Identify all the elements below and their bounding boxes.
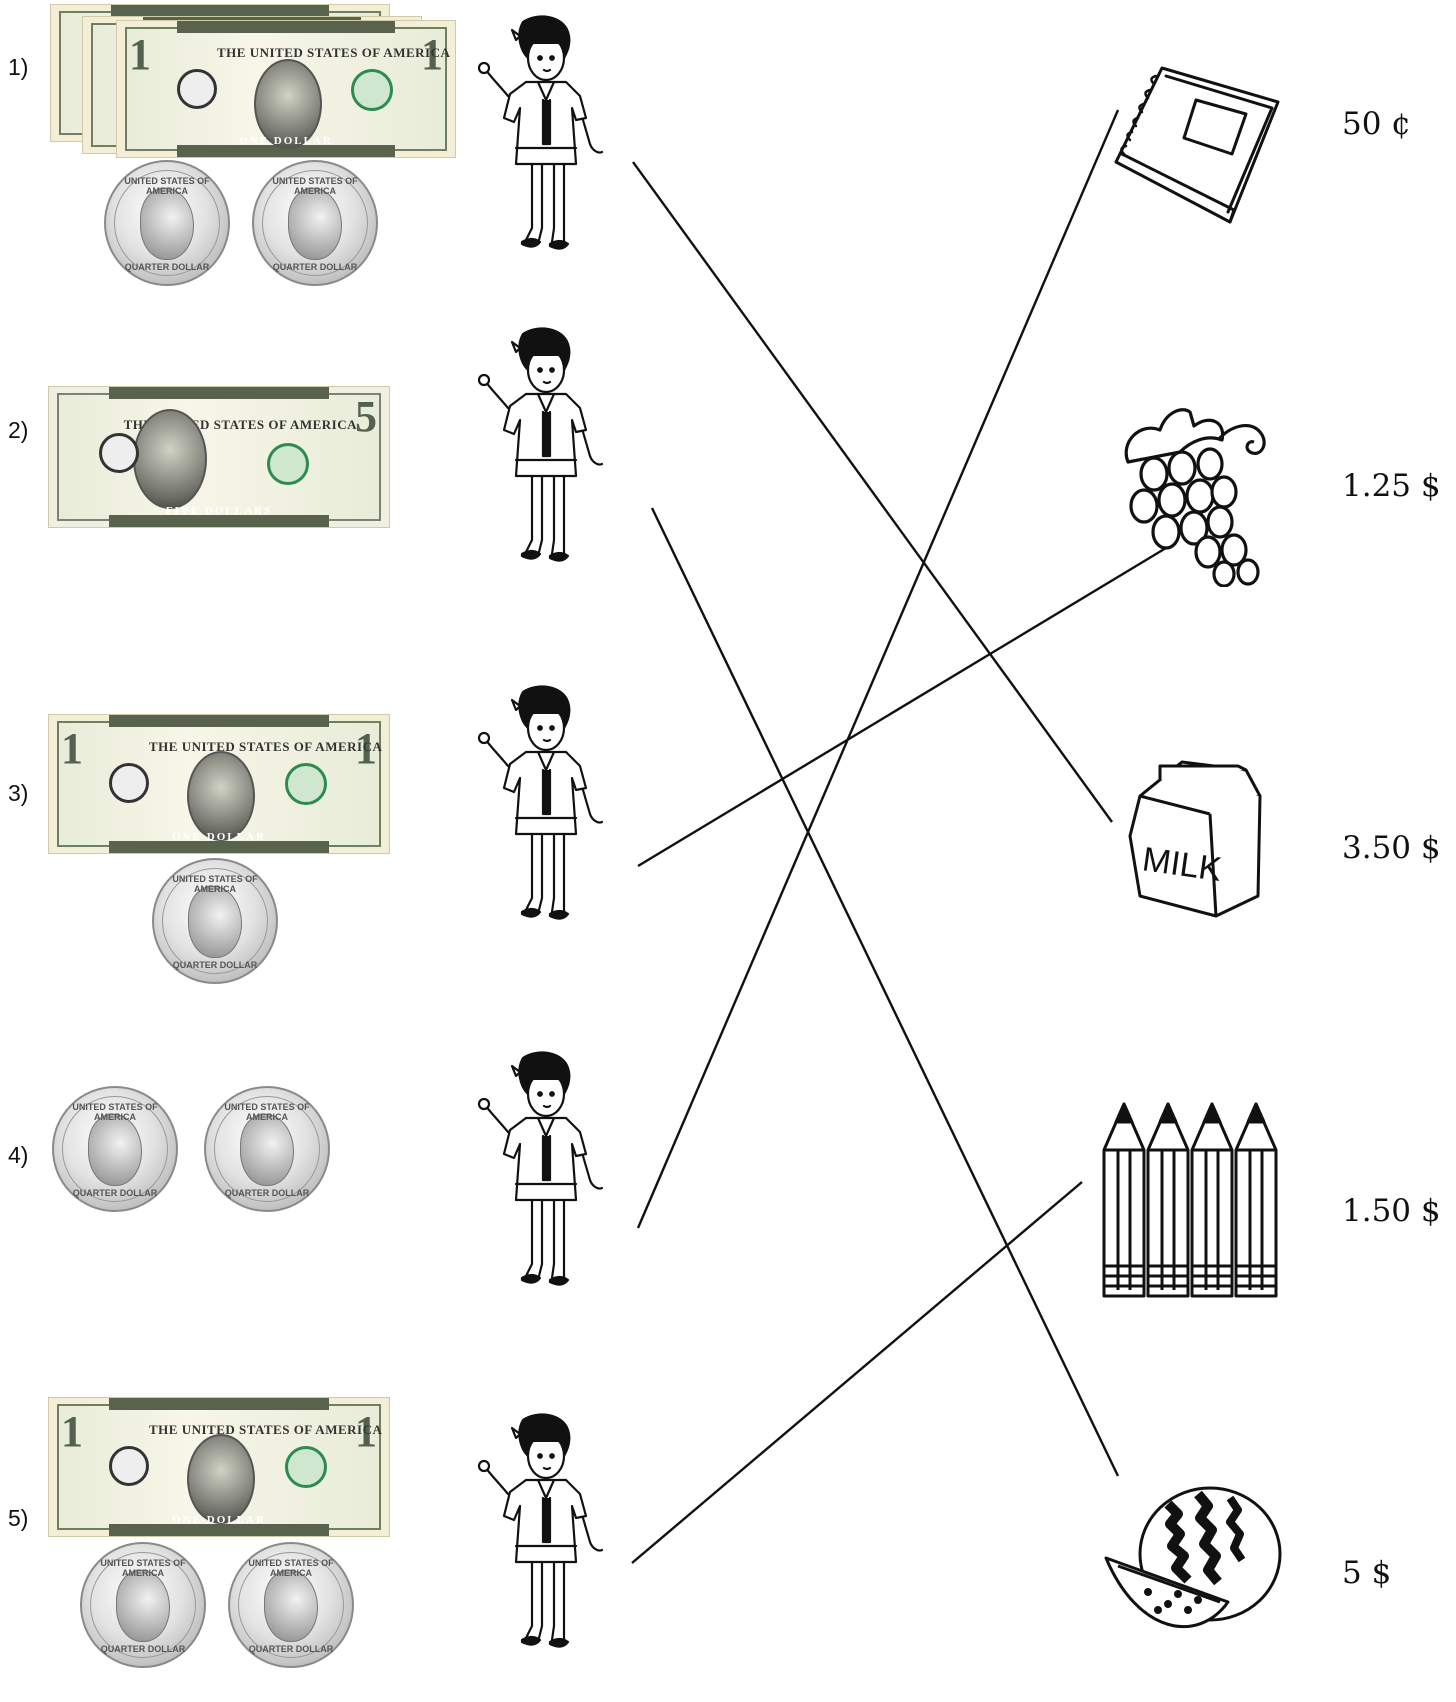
price-label-4: 1.50 $ [1342, 1193, 1441, 1229]
bill-denomination: ONE DOLLAR [172, 1514, 266, 1526]
one-dollar-bill: 1 1 THE UNITED STATES OF AMERICA ONE DOL… [48, 1397, 390, 1537]
girl-icon [477, 1051, 604, 1286]
bill-denomination: ONE DOLLAR [172, 831, 266, 843]
grapes-icon [1124, 408, 1266, 587]
girl-icon [477, 1413, 604, 1648]
price-label-2: 1.25 $ [1342, 468, 1441, 504]
bill-corner-numeral: 1 [355, 1407, 377, 1456]
price-label-5: 5 $ [1342, 1555, 1392, 1591]
row-number-5: 5) [8, 1505, 29, 1531]
bill-title: THE UNITED STATES OF AMERICA [149, 1422, 383, 1437]
bill-denomination: ONE DOLLAR [239, 135, 333, 147]
price-label-3: 3.50 $ [1342, 830, 1441, 866]
match-line-1-to-3 [632, 161, 1113, 823]
bill-corner-numeral: 1 [355, 724, 377, 773]
girl-icon [477, 685, 604, 920]
match-line-5-to-4 [631, 1181, 1083, 1564]
bill-corner-numeral: 1 [421, 30, 443, 79]
girl-icon [477, 15, 604, 250]
five-dollar-bill: 5 THE UNITED STATES OF AMERICA FIVE DOLL… [48, 386, 390, 528]
match-line-3-to-2 [637, 546, 1167, 868]
match-line-4-to-1 [636, 109, 1120, 1229]
price-label-1: 50 ¢ [1342, 106, 1412, 142]
row-number-2: 2) [8, 417, 29, 443]
one-dollar-bill: 1 1 THE UNITED STATES OF AMERICA ONE DOL… [116, 20, 456, 158]
bill-title: THE UNITED STATES OF AMERICA [149, 739, 383, 754]
bill-title: THE UNITED STATES OF AMERICA [217, 45, 451, 60]
bill-corner-numeral: 1 [129, 30, 151, 79]
pencils-icon [1102, 1102, 1278, 1298]
row-number-3: 3) [8, 780, 29, 806]
notebook-icon [1114, 66, 1280, 224]
girl-icon [477, 327, 604, 562]
milk-carton-icon: MILK [1128, 760, 1262, 918]
bill-corner-numeral: 5 [355, 392, 377, 441]
row-number-1: 1) [8, 54, 29, 80]
watermelon-icon [1104, 1486, 1282, 1628]
bill-corner-numeral: 1 [61, 724, 83, 773]
row-number-4: 4) [8, 1142, 29, 1168]
one-dollar-bill: 1 1 THE UNITED STATES OF AMERICA ONE DOL… [48, 714, 390, 854]
bill-denomination: FIVE DOLLARS [165, 505, 273, 517]
bill-corner-numeral: 1 [61, 1407, 83, 1456]
match-line-2-to-5 [650, 507, 1120, 1477]
